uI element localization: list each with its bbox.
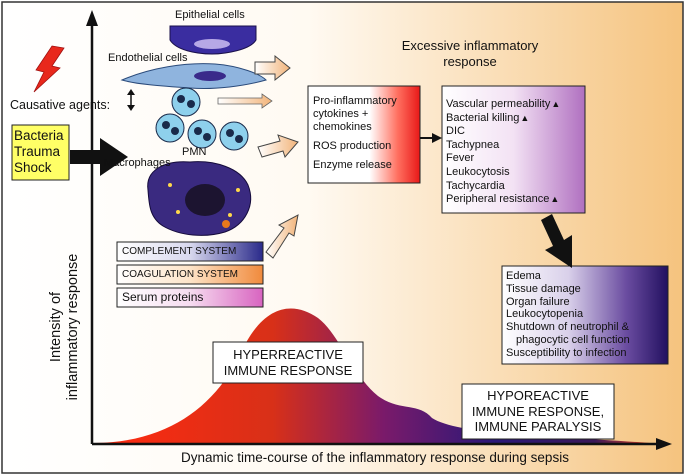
list-item: Enzyme release bbox=[313, 159, 392, 171]
pmn-label: PMN bbox=[182, 146, 207, 158]
serum-box-bg bbox=[116, 287, 264, 308]
list-item: phagocytic cell function bbox=[516, 333, 630, 346]
complement-system-label: COMPLEMENT SYSTEM bbox=[122, 246, 237, 257]
list-item: Vascular permeability bbox=[446, 98, 560, 112]
list-item: Shutdown of neutrophil & bbox=[506, 321, 629, 334]
mediators-box-bg bbox=[307, 85, 421, 184]
arrow-icon bbox=[217, 93, 273, 109]
endothelial-cells-label: Endothelial cells bbox=[108, 52, 188, 64]
list-item: DIC bbox=[446, 125, 465, 138]
arrow-icon bbox=[265, 214, 299, 259]
agent-trauma: Trauma bbox=[14, 144, 61, 159]
endothelial-nucleus-icon bbox=[194, 71, 226, 81]
arrow-icon bbox=[257, 134, 299, 158]
list-item: cytokines + bbox=[313, 108, 369, 120]
list-item: Edema bbox=[506, 270, 541, 282]
list-item: Bacterial killing bbox=[446, 112, 560, 126]
list-item: Leukocytosis bbox=[446, 165, 510, 178]
hyporeactive-box-bg bbox=[461, 383, 615, 440]
mediators-list: Pro-inflammatory cytokines + chemokines … bbox=[313, 95, 397, 172]
agent-bacteria: Bacteria bbox=[14, 128, 64, 143]
consequences-box-bg bbox=[501, 265, 669, 365]
list-item: Peripheral resistance bbox=[446, 193, 560, 207]
list-item: Tissue damage bbox=[506, 282, 581, 295]
epithelial-nucleus-icon bbox=[194, 39, 230, 49]
list-item: ROS production bbox=[313, 140, 392, 152]
causative-agents-label: Causative agents: bbox=[10, 98, 111, 112]
list-item: Tachypnea bbox=[446, 138, 500, 151]
y-axis-arrowhead bbox=[86, 10, 98, 26]
lightning-icon bbox=[33, 45, 65, 93]
endothelial-cell-icon bbox=[120, 63, 267, 89]
macrophage-icon bbox=[147, 161, 252, 236]
serum-proteins-label: Serum proteins bbox=[122, 290, 204, 304]
coagulation-system-label: COAGULATION SYSTEM bbox=[122, 269, 238, 280]
effects-consequences-arrow-icon bbox=[541, 214, 572, 268]
inflammatory-response-curve bbox=[95, 308, 650, 443]
list-item: Leukocytopenia bbox=[506, 308, 584, 321]
effects-list: Vascular permeability Bacterial killing … bbox=[446, 98, 560, 207]
pmn-cells-icon bbox=[155, 87, 249, 151]
causative-agents-box-bg bbox=[11, 124, 70, 181]
y-axis-label: Intensity of inflammatory response bbox=[48, 253, 81, 401]
list-item: chemokines bbox=[313, 121, 372, 133]
x-axis-arrowhead bbox=[656, 438, 672, 450]
list-item: Susceptibility to infection bbox=[506, 346, 627, 359]
hyporeactive-label: HYPOREACTIVE IMMUNE RESPONSE, IMMUNE PAR… bbox=[471, 388, 605, 434]
list-item: Pro-inflammatory bbox=[313, 95, 397, 107]
coagulation-box-bg bbox=[116, 264, 264, 285]
epithelial-cells-label: Epithelial cells bbox=[175, 9, 245, 21]
macrophages-label: Macrophages bbox=[104, 157, 171, 169]
excessive-response-title: Excessive inflammatory response bbox=[401, 38, 539, 69]
consequences-list: Edema Tissue damage Organ failure Leukoc… bbox=[506, 270, 630, 360]
hyperreactive-box-bg bbox=[212, 341, 364, 384]
list-item: Organ failure bbox=[506, 295, 570, 308]
agents-arrow-icon bbox=[70, 138, 128, 176]
causative-agents-list: Bacteria Trauma Shock bbox=[14, 128, 64, 176]
complement-box-bg bbox=[116, 241, 264, 262]
x-axis-label: Dynamic time-course of the inflammatory … bbox=[181, 450, 569, 465]
arrow-icon bbox=[254, 54, 291, 82]
list-item: Fever bbox=[446, 152, 475, 165]
agent-shock: Shock bbox=[14, 160, 52, 175]
list-item: Tachycardia bbox=[446, 179, 505, 192]
hyperreactive-label: HYPERREACTIVE IMMUNE RESPONSE bbox=[223, 347, 353, 378]
